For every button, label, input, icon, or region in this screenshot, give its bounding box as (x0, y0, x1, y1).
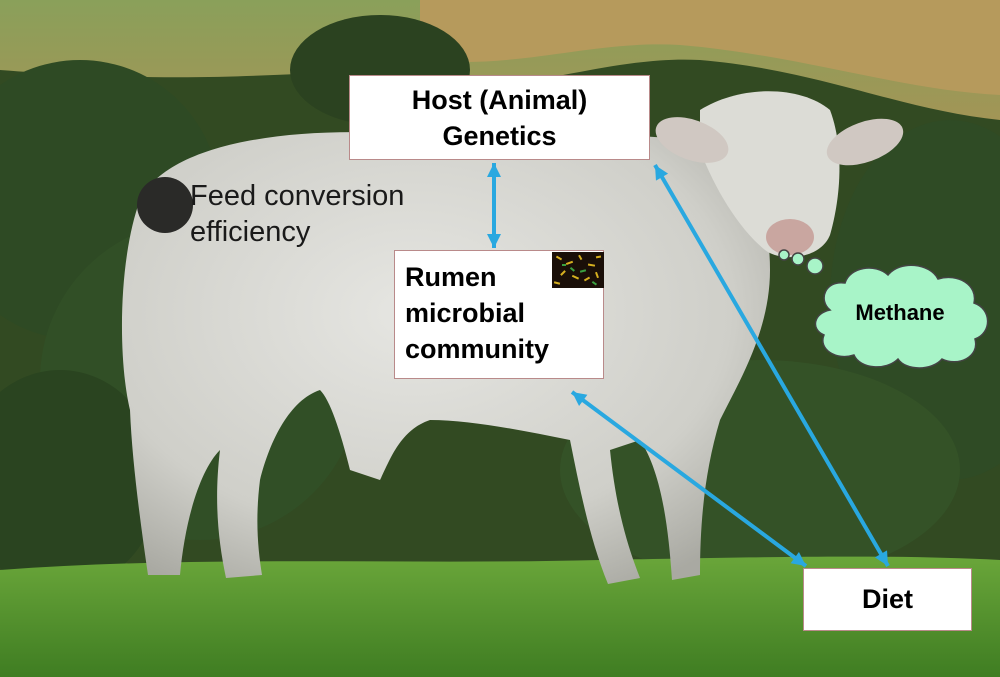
thought-bubble-small (778, 249, 790, 261)
cloud-body (814, 264, 989, 369)
grass (0, 556, 1000, 677)
cow-nose (766, 219, 814, 255)
wheat-field (420, 0, 1000, 95)
tree-cluster (0, 370, 160, 590)
arrow-rumen-diet (570, 390, 808, 568)
thought-bubble-medium (791, 252, 805, 266)
arrow-host-diet-head-start (655, 165, 669, 181)
microbe-micrograph-thumbnail (552, 252, 604, 288)
diet-box: Diet (803, 568, 972, 631)
feed-label-line-2: efficiency (190, 216, 311, 248)
methane-label: Methane (855, 300, 945, 325)
arrow-host-rumen-head-start (487, 163, 501, 177)
arrow-host-diet-head-end (874, 550, 888, 566)
methane-cloud-icon (778, 249, 989, 369)
cow-ear (655, 117, 729, 163)
arrow-host-diet (653, 163, 890, 568)
rumen-line-1: Rumen (405, 262, 497, 292)
rumen-line-3: community (405, 334, 550, 364)
feed-conversion-label: Feed conversion efficiency (190, 178, 404, 250)
cloud-shapes (778, 249, 989, 369)
arrow-host-rumen-head-end (487, 234, 501, 248)
cow-dark-patch (137, 177, 193, 233)
arrow-group (487, 163, 890, 568)
rumen-line-2: microbial (405, 298, 526, 328)
cow-head (700, 91, 840, 258)
host-line-1: Host (Animal) (411, 84, 588, 115)
arrow-rumen-diet-head-start (572, 392, 588, 406)
cow-ear (826, 118, 904, 166)
host-line-2: Genetics (442, 120, 557, 151)
thought-bubble-large (806, 257, 824, 275)
host-genetics-box: Host (Animal) Genetics (349, 75, 650, 160)
diet-label: Diet (861, 584, 913, 614)
feed-label-line-1: Feed conversion (190, 180, 405, 212)
arrow-rumen-diet-head-end (790, 552, 806, 566)
